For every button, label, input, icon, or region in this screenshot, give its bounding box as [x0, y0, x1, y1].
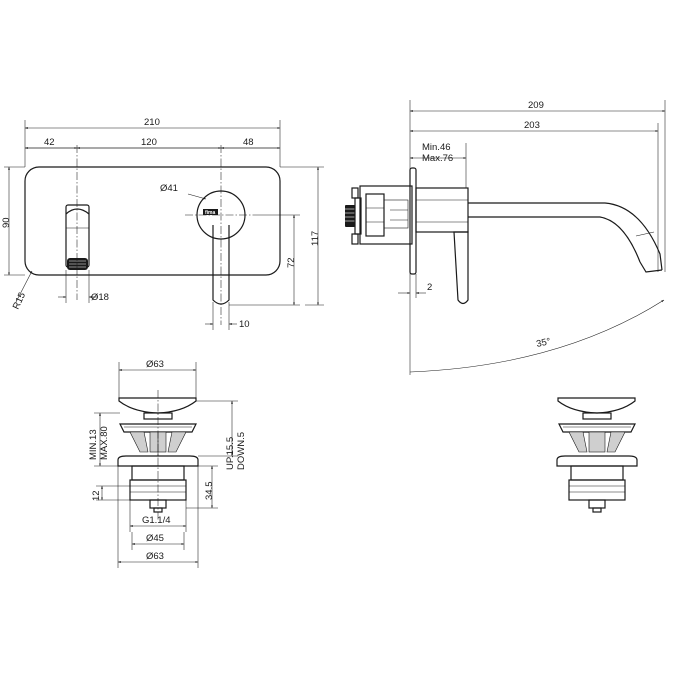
side-wall-plate	[409, 167, 417, 275]
dim-overall-height: 117	[310, 231, 321, 246]
side-mounting-body	[345, 185, 413, 245]
dim-up-stroke: UP.15.5	[225, 437, 236, 470]
side-spout-bottom	[468, 216, 641, 263]
dim-thread-length: 12	[91, 490, 102, 501]
dim-handle-diameter: Ø41	[160, 183, 178, 194]
side-cartridge-housing	[415, 187, 469, 233]
dim-lever-drop: 72	[286, 257, 297, 268]
side-spout-tip	[639, 261, 663, 273]
dim-line-r15	[15, 270, 33, 303]
brand-logo-plate	[203, 209, 218, 215]
dim-down-stroke: DOWN.5	[236, 432, 247, 470]
front-view: fima 210 42 120 48 90 R15 Ø41	[1, 117, 324, 330]
dim-travel-max: MAX.80	[99, 426, 110, 460]
dim-lever-width: 10	[239, 319, 250, 330]
dim-plate-thickness: 2	[427, 282, 432, 293]
waste-view-dimensioned: Ø63 MIN.13 MAX.80 UP.15.5 DOWN.5 34.5 12…	[88, 359, 247, 568]
front-spout	[65, 204, 90, 270]
dim-spout-diameter: Ø18	[91, 292, 109, 303]
dim-body-diameter: Ø45	[146, 533, 164, 544]
side-spout-top	[468, 202, 663, 271]
dim-travel-min: MIN.13	[88, 429, 99, 460]
dim-flange-diameter: Ø63	[146, 551, 164, 562]
dim-wall-depth-min: Min.46	[422, 142, 451, 153]
dim-body-height: 34.5	[204, 482, 215, 501]
dim-overall-width: 210	[144, 117, 160, 128]
wall-plate-outline	[24, 166, 281, 276]
waste-plain-upper-disc	[558, 423, 636, 433]
waste-cap	[118, 397, 197, 414]
waste-plain-body	[570, 465, 624, 481]
dim-offset-right: 48	[243, 137, 254, 148]
dim-spout-angle: 35°	[535, 336, 552, 350]
dim-corner-radius: R15	[11, 291, 28, 311]
brand-logo: fima	[205, 210, 216, 216]
waste-flange	[117, 455, 199, 467]
dim-arc-spout-angle	[409, 299, 665, 373]
dim-offset-left: 42	[44, 137, 55, 148]
waste-upper-disc	[119, 423, 197, 433]
dim-wall-depth-max: Max.76	[422, 153, 453, 164]
dim-thread: G1.1/4	[142, 515, 171, 526]
side-view: 209 203 Min.46 Max.76 2 35°	[345, 100, 666, 375]
waste-view-plain	[556, 397, 638, 513]
waste-plain-cap	[557, 397, 636, 414]
dim-spout-reach: 203	[524, 120, 540, 131]
side-lever	[453, 231, 469, 305]
dim-center-spacing: 120	[141, 137, 157, 148]
dim-cap-diameter: Ø63	[146, 359, 164, 370]
waste-plain-flange	[556, 455, 638, 467]
dim-projection: 209	[528, 100, 544, 111]
dim-plate-height: 90	[1, 217, 12, 228]
